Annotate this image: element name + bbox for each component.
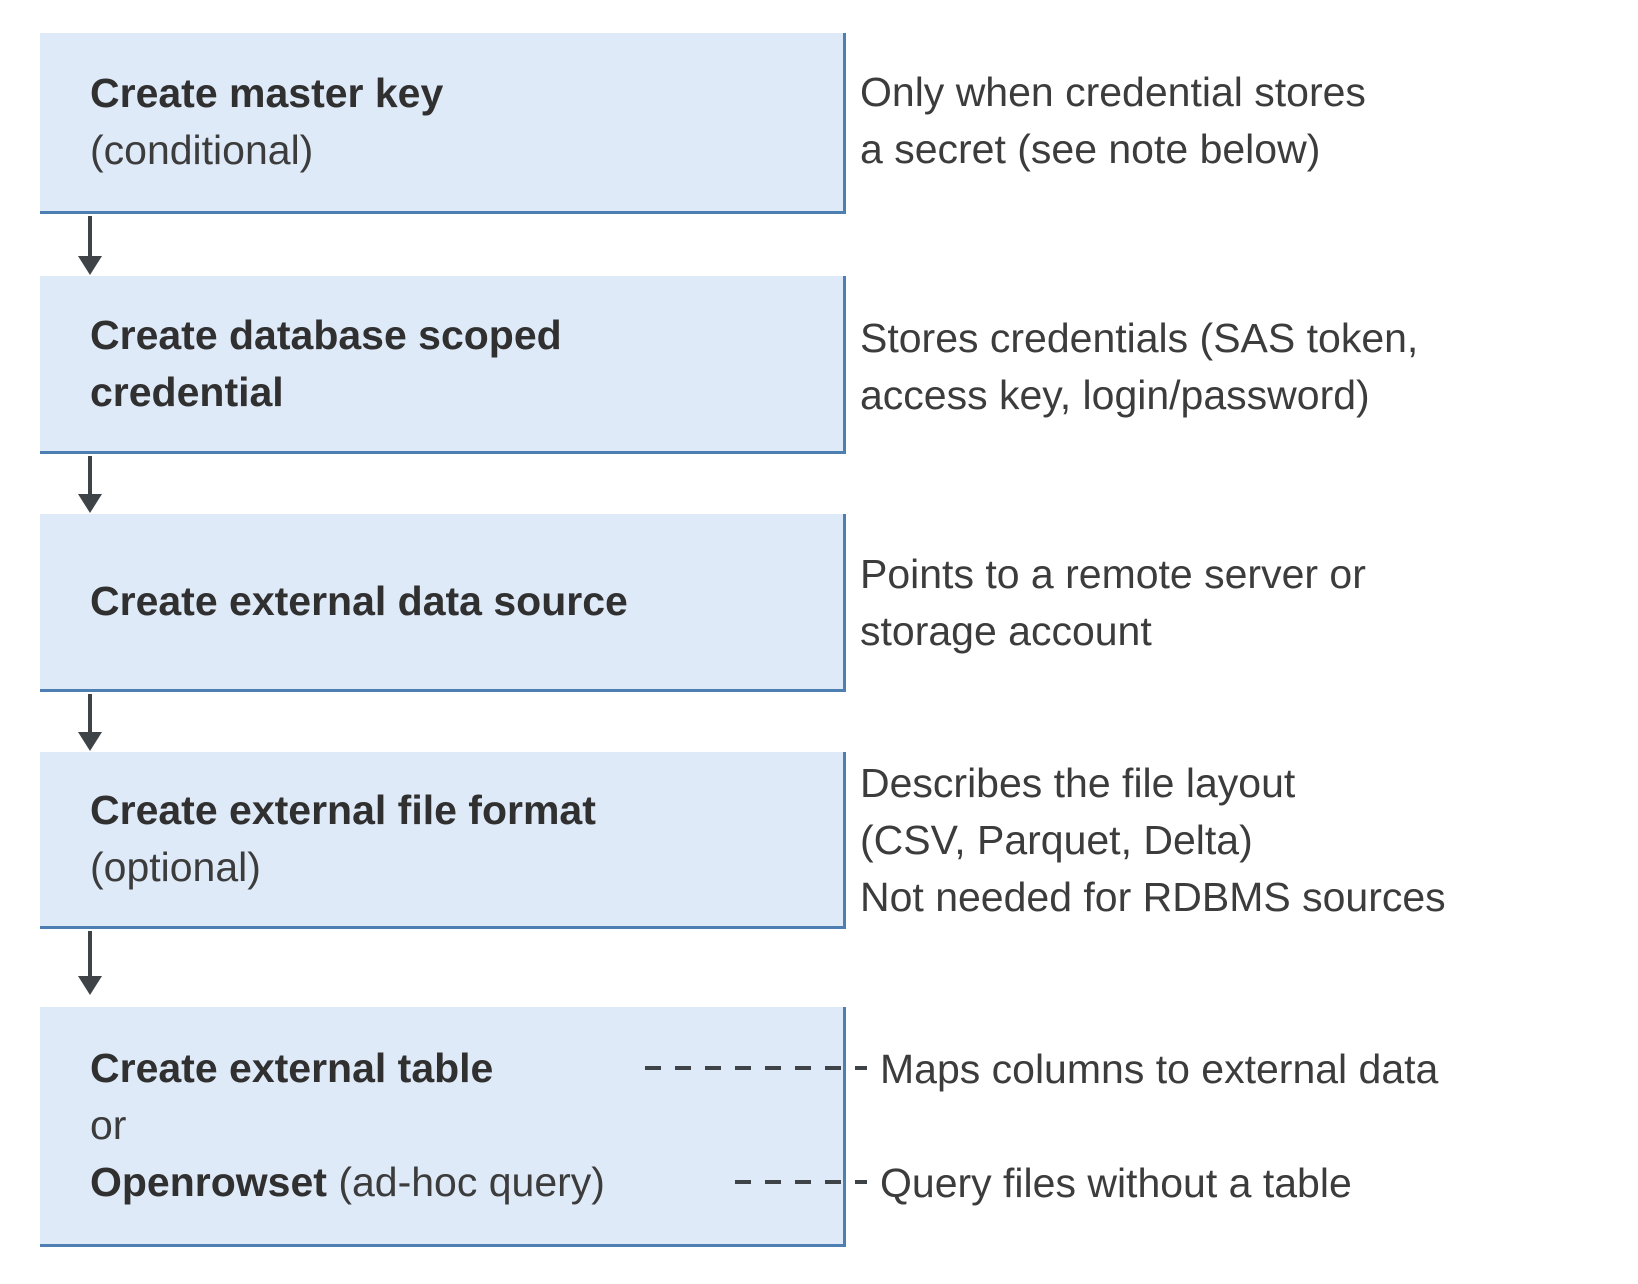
annotation-openrowset: Query files without a table — [880, 1155, 1352, 1212]
step-option-openrowset-note: (ad-hoc query) — [326, 1159, 605, 1205]
annotation-master-key: Only when credential stores a secret (se… — [860, 64, 1366, 178]
arrow-down-icon — [78, 456, 102, 513]
step-option-openrowset: Openrowset — [90, 1159, 327, 1205]
step-box-create-external-file-format: Create external file format (optional) — [40, 752, 846, 929]
step-title: Create external file format — [90, 787, 596, 833]
arrow-shaft — [88, 216, 92, 256]
step-box-create-external-table-or-openrowset: Create external table or Openrowset (ad-… — [40, 1007, 846, 1247]
arrow-head — [78, 256, 102, 275]
annotation-line: access key, login/password) — [860, 372, 1370, 418]
arrow-down-icon — [78, 694, 102, 751]
arrow-head — [78, 976, 102, 995]
arrow-down-icon — [78, 931, 102, 995]
annotation-line: Maps columns to external data — [880, 1046, 1439, 1092]
step-title: Create external data source — [90, 578, 628, 624]
step-note: (conditional) — [90, 127, 314, 173]
arrow-shaft — [88, 931, 92, 976]
arrow-down-icon — [78, 216, 102, 275]
annotation-external-data-source: Points to a remote server or storage acc… — [860, 546, 1366, 660]
step-title: Create database scoped credential — [90, 311, 562, 415]
step-box-create-external-data-source: Create external data source — [40, 514, 846, 692]
step-title: Create master key — [90, 70, 444, 116]
annotation-line: a secret (see note below) — [860, 126, 1321, 172]
arrow-head — [78, 732, 102, 751]
annotation-external-file-format: Describes the file layout (CSV, Parquet,… — [860, 755, 1446, 926]
arrow-shaft — [88, 456, 92, 494]
arrow-shaft — [88, 694, 92, 732]
step-note: (optional) — [90, 844, 261, 890]
dashed-connector-openrowset — [735, 1180, 867, 1184]
step-or-connector: or — [90, 1102, 127, 1148]
step-box-create-database-scoped-credential: Create database scoped credential — [40, 276, 846, 454]
annotation-line: Query files without a table — [880, 1160, 1352, 1206]
annotation-line: Describes the file layout — [860, 760, 1296, 806]
annotation-line: (CSV, Parquet, Delta) — [860, 817, 1253, 863]
annotation-external-table: Maps columns to external data — [880, 1041, 1438, 1098]
annotation-line: Points to a remote server or — [860, 551, 1366, 597]
step-option-create-external-table: Create external table — [90, 1045, 494, 1091]
annotation-database-scoped-credential: Stores credentials (SAS token, access ke… — [860, 310, 1418, 424]
annotation-line: Not needed for RDBMS sources — [860, 874, 1446, 920]
annotation-line: Stores credentials (SAS token, — [860, 315, 1419, 361]
arrow-head — [78, 494, 102, 513]
annotation-line: storage account — [860, 608, 1152, 654]
step-box-create-master-key: Create master key (conditional) — [40, 33, 846, 214]
dashed-connector-external-table — [645, 1066, 867, 1070]
annotation-line: Only when credential stores — [860, 69, 1366, 115]
